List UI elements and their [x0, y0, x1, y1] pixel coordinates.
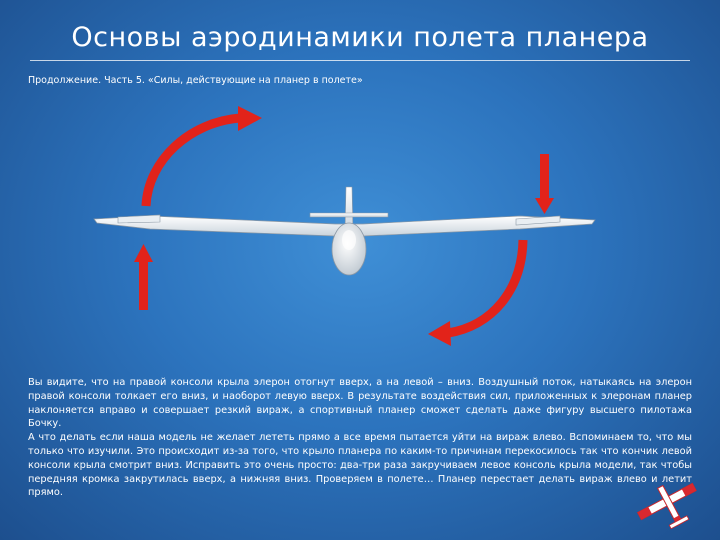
left-aileron	[117, 214, 161, 224]
glider-diagram	[93, 106, 596, 346]
arrow-down-icon	[535, 154, 554, 214]
right-aileron	[515, 215, 561, 226]
paragraph-1: Вы видите, что на правой консоли крыла э…	[28, 377, 692, 430]
arrow-up-icon	[134, 244, 153, 310]
horizontal-stabilizer	[309, 212, 389, 218]
glider-corner-icon	[636, 482, 697, 530]
title-divider	[30, 60, 690, 61]
slide-title: Основы аэродинамики полета планера	[71, 22, 649, 53]
body-text: Вы видите, что на правой консоли крыла э…	[28, 376, 692, 500]
curved-arrow-up-right-icon	[141, 106, 262, 207]
fuselage	[331, 222, 367, 276]
curved-arrow-down-left-icon	[428, 239, 528, 346]
slide-subtitle: Продолжение. Часть 5. «Силы, действующие…	[28, 75, 363, 86]
paragraph-2: А что делать если наша модель не желает …	[28, 432, 692, 499]
